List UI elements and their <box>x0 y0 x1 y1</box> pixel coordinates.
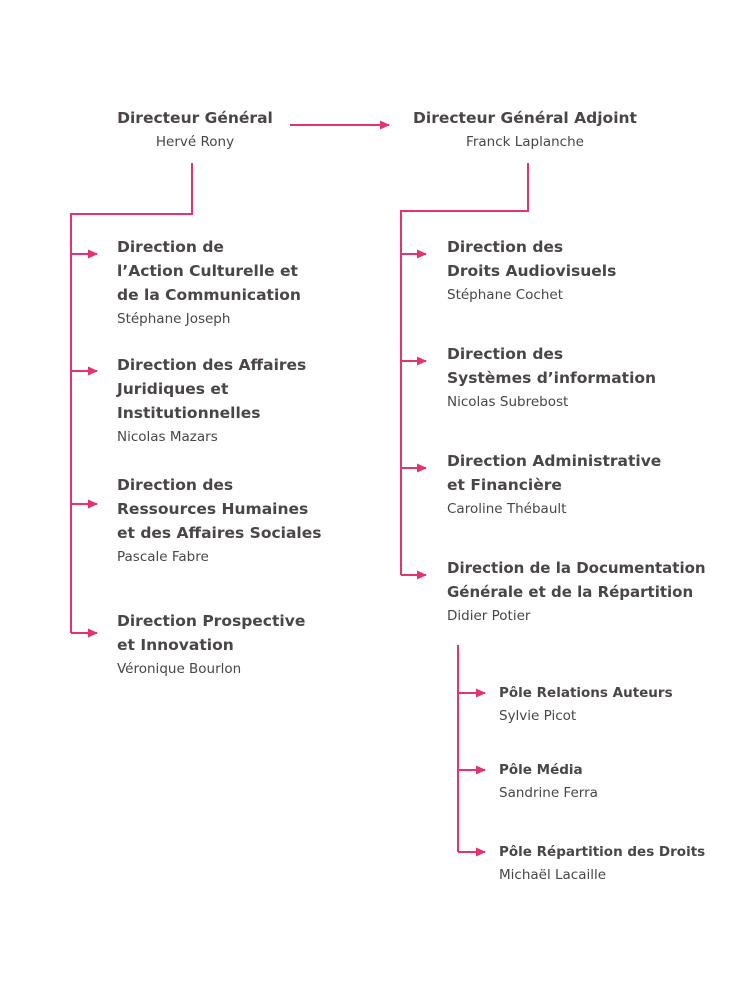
left-direction-3-title-line-2: Ressources Humaines <box>117 500 309 518</box>
pole-3-title: Pôle Répartition des Droits <box>499 844 706 860</box>
left-direction-3-name: Pascale Fabre <box>117 549 209 565</box>
left-direction-4-title-line-2: et Innovation <box>117 636 234 654</box>
right-direction-2-title-line-1: Direction des <box>447 345 564 363</box>
left-direction-3-title-line-3: et des Affaires Sociales <box>117 524 322 542</box>
right-direction-2-title-line-2: Systèmes d’information <box>447 369 657 387</box>
pole-2-title: Pôle Média <box>499 762 583 778</box>
left-direction-2-name: Nicolas Mazars <box>117 429 218 445</box>
right-direction-4-title-line-2: Générale et de la Répartition <box>447 583 694 601</box>
right-direction-3: Direction Administrative et Financière C… <box>447 449 661 521</box>
left-direction-1-title-line-2: l’Action Culturelle et <box>117 262 298 280</box>
directeur-general-adjoint-box: Directeur Général Adjoint Franck Laplanc… <box>405 106 645 154</box>
right-direction-2-name: Nicolas Subrebost <box>447 394 569 410</box>
pole-3-name: Michaël Lacaille <box>499 867 607 883</box>
right-direction-2: Direction des Systèmes d’information Nic… <box>447 342 656 414</box>
directeur-general-adjoint-name: Franck Laplanche <box>466 134 584 150</box>
right-direction-1-title-line-1: Direction des <box>447 238 564 256</box>
right-direction-3-title-line-1: Direction Administrative <box>447 452 662 470</box>
left-direction-4-name: Véronique Bourlon <box>117 661 242 677</box>
left-direction-1: Direction de l’Action Culturelle et de l… <box>117 235 301 331</box>
right-direction-1-name: Stéphane Cochet <box>447 287 563 303</box>
right-direction-1-title-line-2: Droits Audiovisuels <box>447 262 617 280</box>
left-direction-2-title-line-3: Institutionnelles <box>117 404 261 422</box>
pole-2: Pôle Média Sandrine Ferra <box>499 759 598 805</box>
directeur-general-title: Directeur Général <box>117 109 273 127</box>
directeur-general-adjoint-title: Directeur Général Adjoint <box>413 109 637 127</box>
right-direction-4-title-line-1: Direction de la Documentation <box>447 559 706 577</box>
left-direction-2-title-line-2: Juridiques et <box>117 380 229 398</box>
left-direction-1-name: Stéphane Joseph <box>117 311 231 327</box>
right-direction-4: Direction de la Documentation Générale e… <box>447 556 706 628</box>
left-direction-4-title-line-1: Direction Prospective <box>117 612 306 630</box>
right-direction-1: Direction des Droits Audiovisuels Stépha… <box>447 235 616 307</box>
left-direction-4: Direction Prospective et Innovation Véro… <box>117 609 305 681</box>
directeur-general-box: Directeur Général Hervé Rony <box>110 106 280 154</box>
left-direction-2-title-line-1: Direction des Affaires <box>117 356 307 374</box>
left-direction-1-title-line-3: de la Communication <box>117 286 301 304</box>
right-direction-3-title-line-2: et Financière <box>447 476 562 494</box>
pole-1-name: Sylvie Picot <box>499 708 577 724</box>
left-direction-3-title-line-1: Direction des <box>117 476 234 494</box>
left-direction-1-title-line-1: Direction de <box>117 238 224 256</box>
right-direction-3-name: Caroline Thébault <box>447 501 567 517</box>
connector-right-trunk <box>400 163 529 575</box>
pole-3: Pôle Répartition des Droits Michaël Laca… <box>499 841 705 887</box>
directeur-general-name: Hervé Rony <box>155 134 235 150</box>
left-direction-2: Direction des Affaires Juridiques et Ins… <box>117 353 306 449</box>
pole-1-title: Pôle Relations Auteurs <box>499 685 673 701</box>
pole-1: Pôle Relations Auteurs Sylvie Picot <box>499 682 673 728</box>
pole-2-name: Sandrine Ferra <box>499 785 598 801</box>
left-direction-3: Direction des Ressources Humaines et des… <box>117 473 321 569</box>
right-direction-4-name: Didier Potier <box>447 608 531 624</box>
connector-left-trunk <box>70 163 193 633</box>
